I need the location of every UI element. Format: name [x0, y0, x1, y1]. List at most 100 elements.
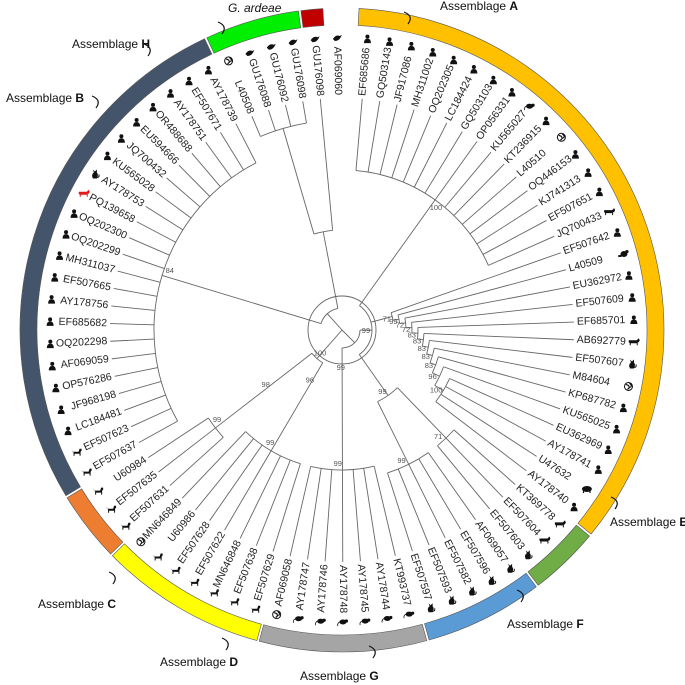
tree-branch: [324, 469, 333, 562]
person-icon: [630, 315, 638, 324]
tree-branch: [124, 394, 166, 411]
person-icon: [62, 230, 70, 239]
globe-icon: [556, 132, 566, 142]
cat-icon: [525, 550, 533, 560]
assemblage-arc-c: [66, 488, 124, 555]
tree-branch: [413, 122, 448, 188]
tree-branch: [268, 109, 276, 131]
tree-branch: [424, 131, 463, 194]
tree-branch: [251, 116, 261, 137]
tree-branch: [434, 347, 570, 376]
tree-branch: [208, 417, 224, 438]
bootstrap-value: 83: [418, 344, 426, 353]
tree-branch: [209, 444, 263, 521]
rodent-icon: [403, 611, 415, 619]
tree-branch: [111, 352, 156, 360]
person-icon: [204, 65, 212, 75]
person-icon: [429, 47, 437, 57]
assemblage-letter: B: [75, 91, 84, 105]
tree-branch: [397, 269, 567, 316]
leaf-label: AY178744: [373, 561, 392, 611]
person-icon: [571, 150, 579, 159]
globe-icon: [136, 537, 146, 547]
leaf-label: EF507609: [575, 293, 625, 310]
tree-branch: [316, 329, 343, 359]
rodent-icon: [337, 619, 349, 627]
tree-branch: [482, 220, 547, 255]
tree-branch: [169, 436, 224, 486]
tree-branch: [423, 332, 574, 341]
leaf-label: EF507665: [62, 273, 112, 294]
bootstrap-value: 83: [408, 330, 416, 339]
rodent-icon: [292, 616, 304, 623]
tree-branch: [245, 431, 301, 465]
tree-branch: [435, 401, 527, 472]
person-icon: [185, 76, 193, 86]
label-pointer: [368, 645, 376, 659]
assemblage-arc-d: [111, 543, 262, 641]
dog-icon: [106, 505, 117, 513]
assemblage-name: G. ardeae: [228, 1, 282, 15]
assemblage-letter: E: [679, 515, 685, 529]
person-icon: [48, 295, 56, 304]
tree-branch: [195, 438, 254, 511]
tree-branch: [285, 104, 292, 127]
dog-icon: [71, 448, 82, 456]
leaf-label: AY178748: [337, 565, 349, 613]
tree-branch: [110, 323, 155, 326]
bootstrap-value: 99: [389, 317, 397, 326]
tree-branch: [469, 190, 528, 235]
person-icon: [57, 405, 65, 414]
tree-branch: [161, 274, 322, 325]
bootstrap-value: 100: [430, 386, 443, 395]
label-pointer: [610, 496, 618, 510]
bootstrap-value: 99: [337, 363, 345, 372]
cat-icon: [92, 169, 100, 179]
tree-branch: [359, 199, 436, 306]
bird-icon: [266, 43, 276, 50]
tree-branch: [397, 468, 430, 546]
tree-branch: [434, 141, 478, 201]
tree-branch: [313, 229, 333, 235]
tree-branch: [307, 468, 322, 560]
person-icon: [619, 403, 627, 413]
bird-icon: [332, 35, 342, 42]
person-icon: [70, 209, 78, 218]
person-icon: [52, 383, 60, 393]
person-icon: [48, 361, 56, 371]
label-pointer: [143, 43, 151, 57]
assemblage-label-e: Assemblage E: [610, 515, 685, 529]
tree-branch: [445, 386, 546, 442]
bootstrap-value: 71: [383, 315, 391, 324]
tree-branch: [373, 466, 396, 556]
tree-branch: [434, 384, 444, 391]
tree-branch: [153, 162, 257, 422]
tree-branch: [461, 176, 517, 225]
tree-branch: [310, 465, 375, 471]
tree-branch: [449, 378, 554, 426]
assemblage-prefix: Assemblage: [72, 37, 141, 51]
tree-branch: [114, 367, 158, 377]
tree-branch: [166, 177, 201, 208]
leaf-label: EF507607: [575, 352, 625, 370]
tree-branch: [308, 362, 324, 388]
rodent-icon: [523, 103, 535, 111]
assemblage-prefix: Assemblage: [440, 0, 509, 13]
tree-branch: [352, 469, 361, 562]
cat-icon: [488, 575, 497, 585]
person-icon: [604, 445, 612, 454]
assemblage-label-h: Assemblage H: [72, 37, 150, 51]
tree-branch: [453, 429, 516, 485]
cow-icon: [604, 208, 616, 216]
cat-icon: [507, 563, 515, 573]
assemblage-letter: G: [369, 669, 378, 683]
tree-branch: [426, 353, 433, 357]
tree-branch: [289, 466, 312, 557]
person-icon: [103, 151, 111, 161]
leaf-label: AF069059: [60, 353, 110, 371]
tree-branch: [404, 318, 407, 328]
tree-branch: [390, 252, 561, 314]
tree-branch: [145, 206, 184, 231]
